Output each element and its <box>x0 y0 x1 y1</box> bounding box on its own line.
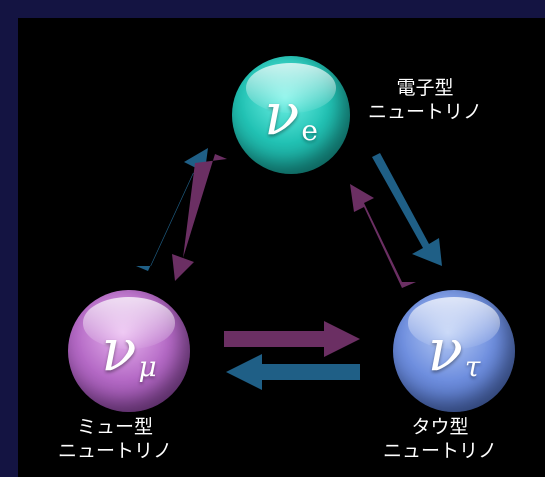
tau-neutrino-symbol: ντ <box>427 316 481 384</box>
diagram-canvas: νe νμ ντ 電子型 ニュートリノ ミュー型 ニュートリノ タウ型 ニュート… <box>18 18 545 477</box>
arrow-tau-to-e <box>350 184 416 288</box>
gloss-highlight <box>407 297 501 349</box>
tau-neutrino-label: タウ型 ニュートリノ <box>383 415 497 463</box>
label-line-1: タウ型 <box>411 416 469 438</box>
label-line-2: ニュートリノ <box>58 440 173 462</box>
label-line-2: ニュートリノ <box>368 101 483 123</box>
muon-neutrino-node: νμ <box>68 290 190 412</box>
arrow-tau-to-mu <box>226 354 360 390</box>
gloss-highlight <box>246 63 336 113</box>
muon-neutrino-label: ミュー型 ニュートリノ <box>58 415 172 463</box>
tau-neutrino-node: ντ <box>393 290 515 412</box>
muon-neutrino-symbol: νμ <box>101 316 157 384</box>
arrow-e-to-tau <box>372 150 442 266</box>
label-line-1: 電子型 <box>396 77 454 99</box>
arrow-e-to-mu <box>172 154 227 281</box>
electron-neutrino-symbol: νe <box>264 80 318 148</box>
label-line-2: ニュートリノ <box>383 440 498 462</box>
electron-neutrino-label: 電子型 ニュートリノ <box>368 76 482 124</box>
gloss-highlight <box>82 297 176 349</box>
arrow-mu-to-tau <box>224 321 360 357</box>
label-line-1: ミュー型 <box>77 416 154 438</box>
oscillation-arrows <box>136 148 442 390</box>
arrow-mu-to-e <box>136 148 208 271</box>
electron-neutrino-node: νe <box>232 56 350 174</box>
